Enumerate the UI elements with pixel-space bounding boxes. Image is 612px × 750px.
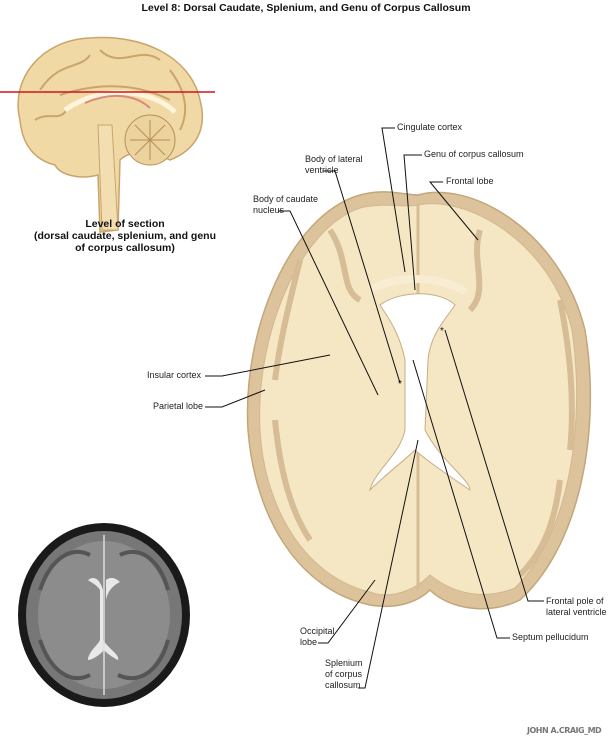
caption-line: (dorsal caudate, splenium, and genu xyxy=(33,230,217,242)
label-line: Body of caudate xyxy=(253,194,319,204)
svg-text:*: * xyxy=(440,326,444,337)
label-line: nucleus xyxy=(253,205,285,215)
label-frontal-lobe: Frontal lobe xyxy=(446,176,494,186)
label-line: Splenium xyxy=(325,658,363,668)
label-line: of corpus xyxy=(325,669,363,679)
caption-line: of corpus callosum) xyxy=(75,242,175,254)
caption-line: Level of section xyxy=(85,218,165,230)
figure-title: Level 8: Dorsal Caudate, Splenium, and G… xyxy=(141,2,471,14)
label-line: lobe xyxy=(300,637,318,647)
label-cingulate-cortex: Cingulate cortex xyxy=(397,122,463,132)
label-line: Body of lateral xyxy=(305,154,363,164)
sagittal-brain xyxy=(0,36,215,233)
axial-section xyxy=(246,191,592,610)
mri-axial-image xyxy=(18,523,190,707)
label-line: ventricle xyxy=(305,165,339,175)
artist-signature: JOHN A.CRAIG_MD xyxy=(527,726,602,735)
section-level-caption: Level of section (dorsal caudate, spleni… xyxy=(30,218,220,254)
label-line: Frontal pole of xyxy=(546,596,604,606)
label-parietal-lobe: Parietal lobe xyxy=(153,401,204,411)
label-genu: Genu of corpus callosum xyxy=(424,149,524,159)
label-line: Occipital xyxy=(300,626,335,636)
leader-lines xyxy=(205,127,544,689)
label-septum-pellucidum: Septum pellucidum xyxy=(512,632,589,642)
label-line: callosum xyxy=(325,680,361,690)
svg-text:*: * xyxy=(398,379,402,390)
label-insular-cortex: Insular cortex xyxy=(147,370,202,380)
label-line: lateral ventricle xyxy=(546,607,607,617)
